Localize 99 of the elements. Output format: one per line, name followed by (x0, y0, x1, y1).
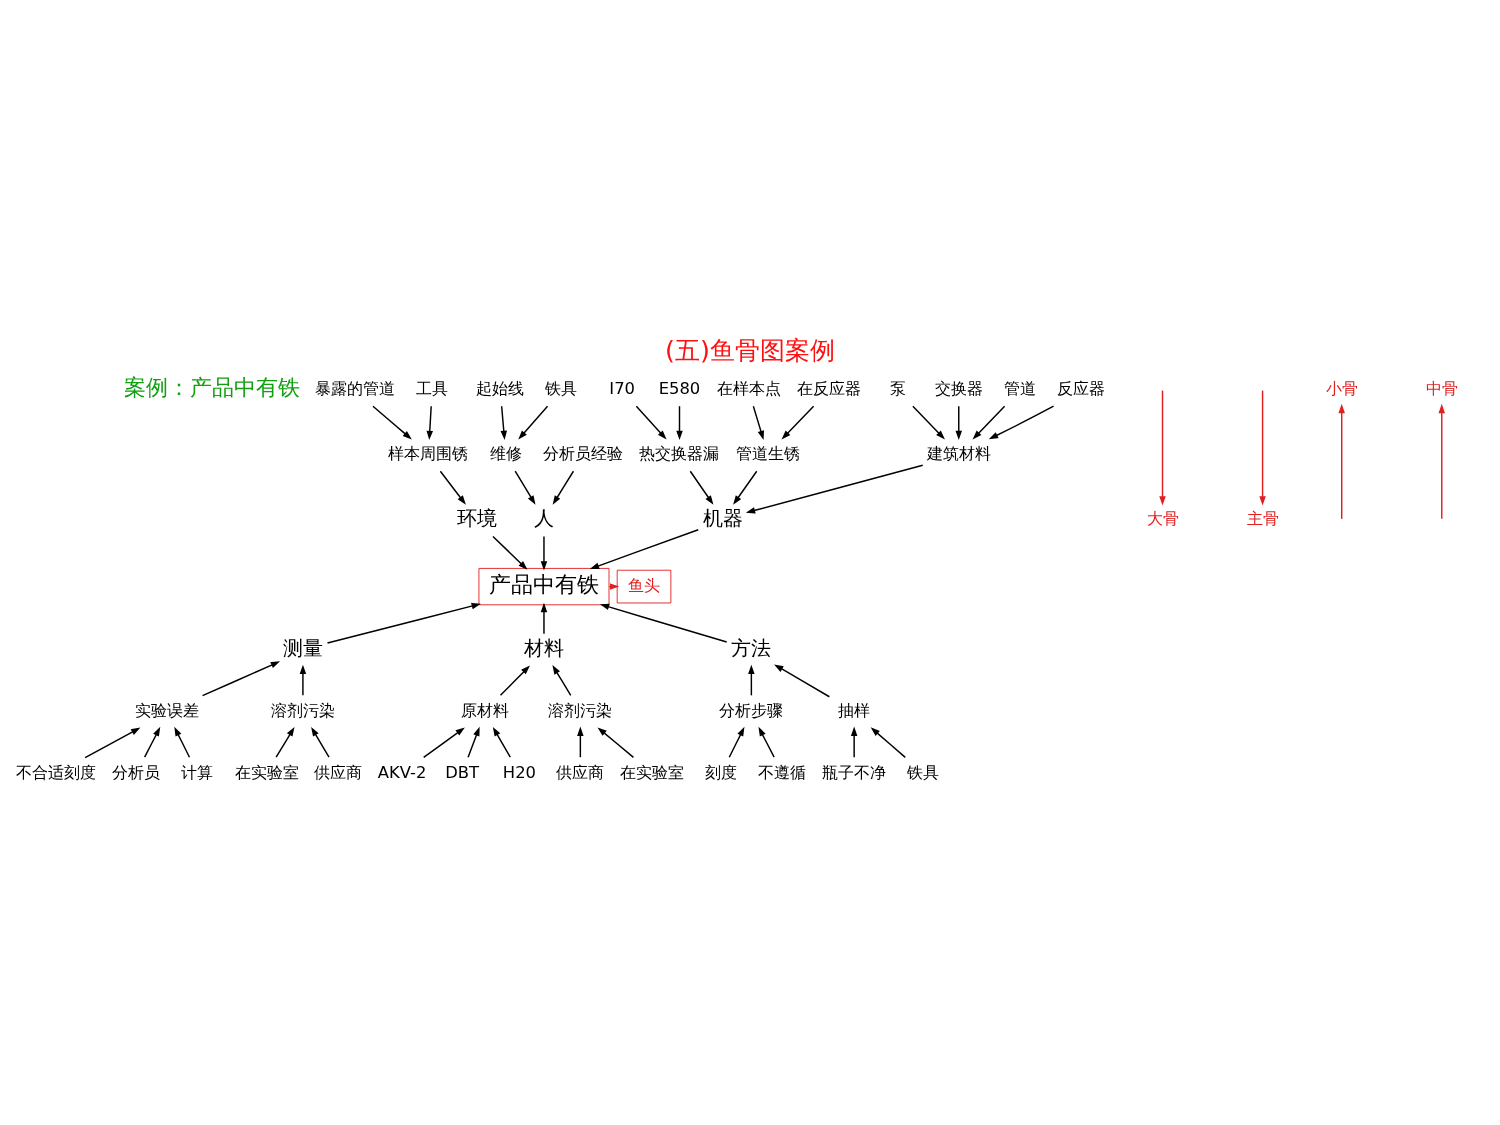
node-text: H20 (502, 762, 536, 782)
arrow (1338, 403, 1345, 520)
arrow (143, 726, 161, 758)
arrow (748, 664, 755, 697)
node-text: 主骨 (1246, 508, 1279, 528)
node-text: 测量 (282, 636, 323, 661)
arrow (492, 535, 528, 570)
arrow (174, 726, 191, 758)
arrow (326, 602, 481, 644)
arrow (774, 664, 831, 698)
node-text: 铁具 (545, 378, 578, 398)
node-text: 在样本点 (716, 378, 781, 398)
arrow (1438, 403, 1446, 520)
node-text: 供应商 (556, 762, 605, 782)
diagram-title: (五)鱼骨图案例 (665, 334, 835, 365)
arrow (1159, 389, 1166, 506)
node-text: 管道生锈 (735, 443, 800, 463)
node-text: 交换器 (934, 378, 983, 398)
arrow (635, 405, 667, 440)
arrow (540, 602, 548, 635)
arrow (518, 405, 549, 440)
arrow (372, 405, 412, 440)
node-text: 抽样 (838, 701, 871, 721)
arrow (426, 405, 433, 441)
node-text: 供应商 (314, 762, 363, 782)
node-text: 分析员经验 (543, 443, 624, 463)
node-text: 在实验室 (620, 762, 685, 782)
node-text: 计算 (181, 762, 214, 782)
node-text: 维修 (489, 443, 522, 463)
arrow (752, 405, 764, 441)
arrow (275, 726, 295, 758)
node-text: 溶剂污染 (548, 701, 613, 721)
node-text: 分析员 (112, 762, 161, 782)
arrow (299, 664, 307, 697)
arrow (439, 470, 466, 505)
arrow (912, 405, 945, 440)
node-text: 样本周围锈 (388, 443, 469, 463)
node-text: 在反应器 (796, 378, 861, 398)
arrow (733, 470, 758, 505)
arrow (689, 470, 714, 505)
arrow (955, 405, 962, 441)
arrow (850, 726, 858, 758)
label: 案例：产品中有铁 (123, 375, 300, 401)
arrow (467, 726, 480, 758)
node-text: 工具 (416, 378, 449, 398)
node-text: 方法 (731, 636, 772, 661)
arrow (311, 726, 330, 758)
arrow (988, 405, 1055, 440)
arrow (972, 405, 1006, 440)
arrow (514, 470, 536, 505)
node-text: I70 (609, 378, 636, 398)
node-text: 溶剂污染 (270, 701, 335, 721)
node-text: 起始线 (476, 378, 525, 398)
node-text: 分析步骤 (719, 701, 784, 721)
node-text: 瓶子不净 (822, 762, 887, 782)
node-text: 实验误差 (135, 701, 200, 721)
node-text: E580 (658, 378, 701, 398)
arrow (728, 726, 745, 758)
node-text: 管道 (1003, 378, 1036, 398)
arrow (577, 726, 584, 758)
node-text: 建筑材料 (926, 443, 991, 463)
arrow (499, 665, 530, 697)
node-text: 不合适刻度 (16, 762, 97, 782)
arrow (552, 665, 572, 697)
node-text: DBT (445, 762, 480, 782)
node-text: 在实验室 (234, 762, 299, 782)
arrow (758, 726, 775, 758)
node-text: 中骨 (1425, 378, 1458, 398)
node-text: 泵 (889, 378, 906, 398)
node-box: 鱼头 (616, 569, 672, 604)
node-text: 反应器 (1056, 378, 1105, 398)
node-text: 人 (533, 505, 554, 530)
node-text: 大骨 (1146, 508, 1179, 528)
arrow (500, 405, 508, 441)
node-text: 小骨 (1325, 378, 1358, 398)
node-text: 机器 (703, 505, 744, 530)
arrow (492, 726, 511, 758)
node-text: 材料 (523, 636, 564, 661)
arrow (1259, 389, 1266, 506)
node-text: 环境 (456, 505, 497, 530)
arrow (676, 405, 683, 441)
arrow (597, 727, 635, 759)
node-text: AKV-2 (377, 762, 427, 782)
arrow (552, 470, 575, 505)
arrow (201, 661, 281, 697)
node-text: 铁具 (907, 762, 940, 782)
arrow (422, 727, 465, 759)
arrow (781, 405, 815, 440)
arrow (599, 603, 728, 643)
arrow (540, 535, 548, 571)
arrow (589, 528, 699, 570)
node-text: 原材料 (460, 701, 509, 721)
node-text: 暴露的管道 (314, 378, 395, 398)
arrow (84, 727, 141, 759)
node-text: 刻度 (705, 762, 738, 782)
node-text: 不遵循 (758, 762, 807, 782)
arrow (745, 464, 924, 514)
node-text: 热交换器漏 (639, 443, 720, 463)
arrow (870, 727, 906, 759)
